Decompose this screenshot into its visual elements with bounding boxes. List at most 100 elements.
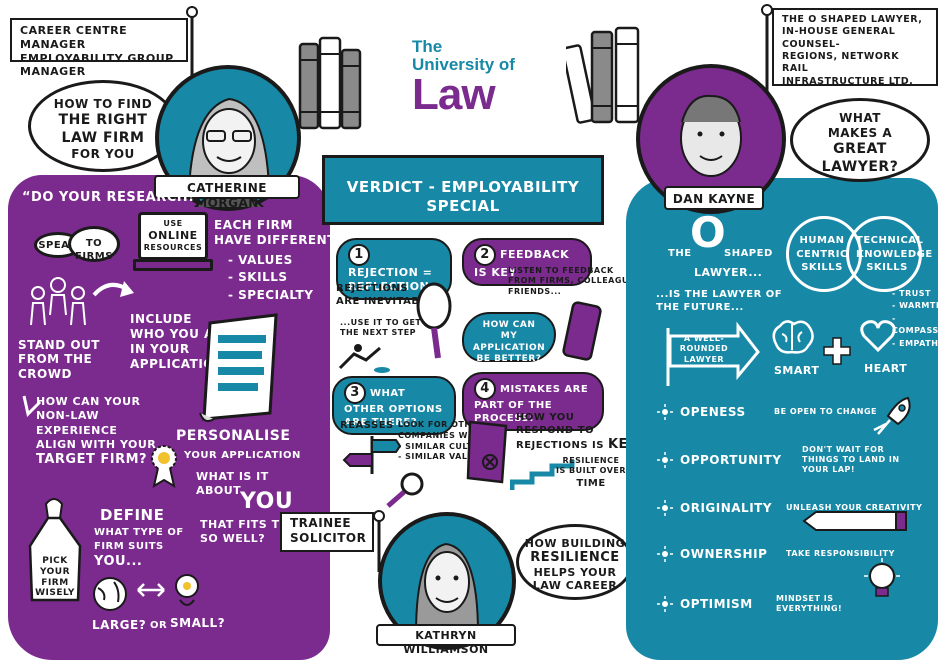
shaped-text: shaped (724, 248, 773, 259)
signpost-icon (342, 436, 402, 474)
listen-line: friends... (508, 286, 562, 296)
define-line: What type of (94, 527, 184, 538)
stand-out-line: from the (18, 352, 93, 367)
logo-line: University of (412, 54, 515, 74)
tip-number: 3 (344, 382, 366, 404)
use-it-line: ...use it to get to (340, 318, 438, 327)
heart-icon (860, 320, 896, 353)
include-line: in your (130, 342, 190, 356)
what-is-it-text: What is it about (196, 470, 269, 499)
look-for-line: Look for other (398, 420, 485, 429)
o-word: Optimism (680, 596, 753, 611)
listen-line: Listen to feedback (508, 266, 614, 275)
stand-out-line: Stand out (18, 338, 100, 352)
pick-line: firm (41, 577, 69, 588)
each-firm-line: have different (214, 233, 336, 247)
non-law-line: How can your (36, 395, 141, 408)
define-text: Define (100, 506, 165, 524)
bubble-line: What (839, 111, 881, 125)
include-text: Include who you are in your application (130, 312, 232, 372)
non-law-line: non-law (36, 409, 99, 423)
well-rounded-line: lawyer (683, 354, 725, 364)
o-desc: Mindset is everything! (776, 594, 843, 613)
role-line: Employability Group Manager (20, 51, 174, 79)
role-line: The O shaped lawyer, (782, 14, 923, 25)
bubble-line: the Right (58, 112, 148, 128)
lightbulb-icon (864, 558, 900, 597)
use-it-line: the next step (340, 328, 417, 337)
double-arrow-icon (137, 583, 165, 597)
improve-line: be better? (476, 353, 542, 364)
o-word: Ownership (680, 546, 768, 561)
o-row: Ownership Take responsibility (656, 528, 936, 580)
o-desc: Unleash your creativity (786, 503, 923, 512)
o-desc: Don't wait for things to land in your la… (802, 445, 900, 474)
phone-icon (562, 301, 602, 361)
heart-text: Heart (864, 362, 908, 375)
tip-number: 1 (348, 244, 370, 266)
personalise-text: Personalise (176, 428, 291, 444)
magnifier-icon (386, 472, 424, 508)
listen-text: Listen to feedback from firms, colleague… (508, 266, 645, 297)
venn-line: knowledge (856, 248, 933, 260)
o-desc: Take responsibility (786, 549, 895, 558)
pin-icon (175, 574, 199, 606)
bubble-line: helps your (533, 565, 617, 579)
tip-number: 4 (474, 378, 496, 400)
o-row: Optimism Mindset is everything! (656, 580, 936, 628)
the-text: The (668, 248, 692, 259)
resilience-text: Resilience is built over time (556, 456, 626, 490)
bubble-line: Resilience (530, 550, 620, 566)
books-icon (298, 36, 362, 130)
lawyer-text: lawyer... (694, 266, 763, 279)
stand-out-text: Stand out from the crowd (18, 338, 100, 381)
improve-line: my application (472, 331, 546, 353)
tip-label: What other options are there? (344, 388, 443, 428)
bubble-line: How to find (53, 97, 153, 111)
role-flag: Career Centre Manager Employability Grou… (10, 18, 188, 78)
rosette-icon (151, 445, 177, 489)
bubble-line: law career (532, 578, 618, 592)
o-shaped-big: O (690, 208, 727, 257)
rejections-line: are inevitable... (336, 295, 447, 307)
venn-line: centric (796, 248, 848, 260)
you-text: You (240, 489, 294, 514)
pencil-icon (802, 511, 907, 531)
portrait-sketch (187, 97, 271, 208)
heart-trait: - Trust (892, 289, 931, 298)
plus-icon (823, 337, 851, 365)
rocket-icon (873, 396, 911, 435)
difference-item: - Skills (228, 270, 288, 285)
look-for-line: companies with... (398, 430, 496, 440)
sun-icon (657, 452, 673, 468)
what-is-it-line: about (196, 484, 242, 498)
listen-line: from firms, colleagues, (508, 276, 645, 286)
what-is-it-line: What is it (196, 470, 269, 483)
each-firm-line: Each firm (214, 218, 293, 232)
well-rounded-text: A well-rounded lawyer (674, 334, 734, 365)
o-word: Opportunity (680, 452, 782, 467)
hurdler-icon (338, 344, 390, 373)
o-word: Openess (680, 404, 746, 419)
name-banner: Kathryn Williamson (376, 624, 516, 656)
name-banner: Catherine Morgan (154, 175, 300, 210)
sun-icon (657, 500, 673, 516)
or-text: or (150, 620, 168, 631)
look-for-text: Look for other companies with... - simil… (398, 420, 499, 463)
role-line: Infrastructure Ltd. (782, 75, 914, 87)
resilience-line: time (576, 477, 606, 489)
look-for-line: - similar cultures (398, 441, 499, 451)
your-application-text: your application (184, 450, 301, 461)
role-line: in-house general counsel- (782, 26, 896, 50)
role-line: Solicitor (290, 531, 367, 545)
future-text: ...is the lawyer of the future... (656, 288, 782, 314)
portrait-catherine (155, 65, 301, 211)
resilience-line: Resilience (562, 456, 620, 465)
use-it-text: ...use it to get to the next step (340, 318, 438, 338)
brain-icon (772, 320, 814, 354)
rejections-text: Rejections are inevitable... (336, 283, 447, 308)
o-word: Originality (680, 500, 773, 515)
laptop-line: Online (148, 229, 198, 242)
tip-2: 2Feedback is key (462, 238, 592, 286)
research-text: “Do your Research! (22, 190, 195, 205)
